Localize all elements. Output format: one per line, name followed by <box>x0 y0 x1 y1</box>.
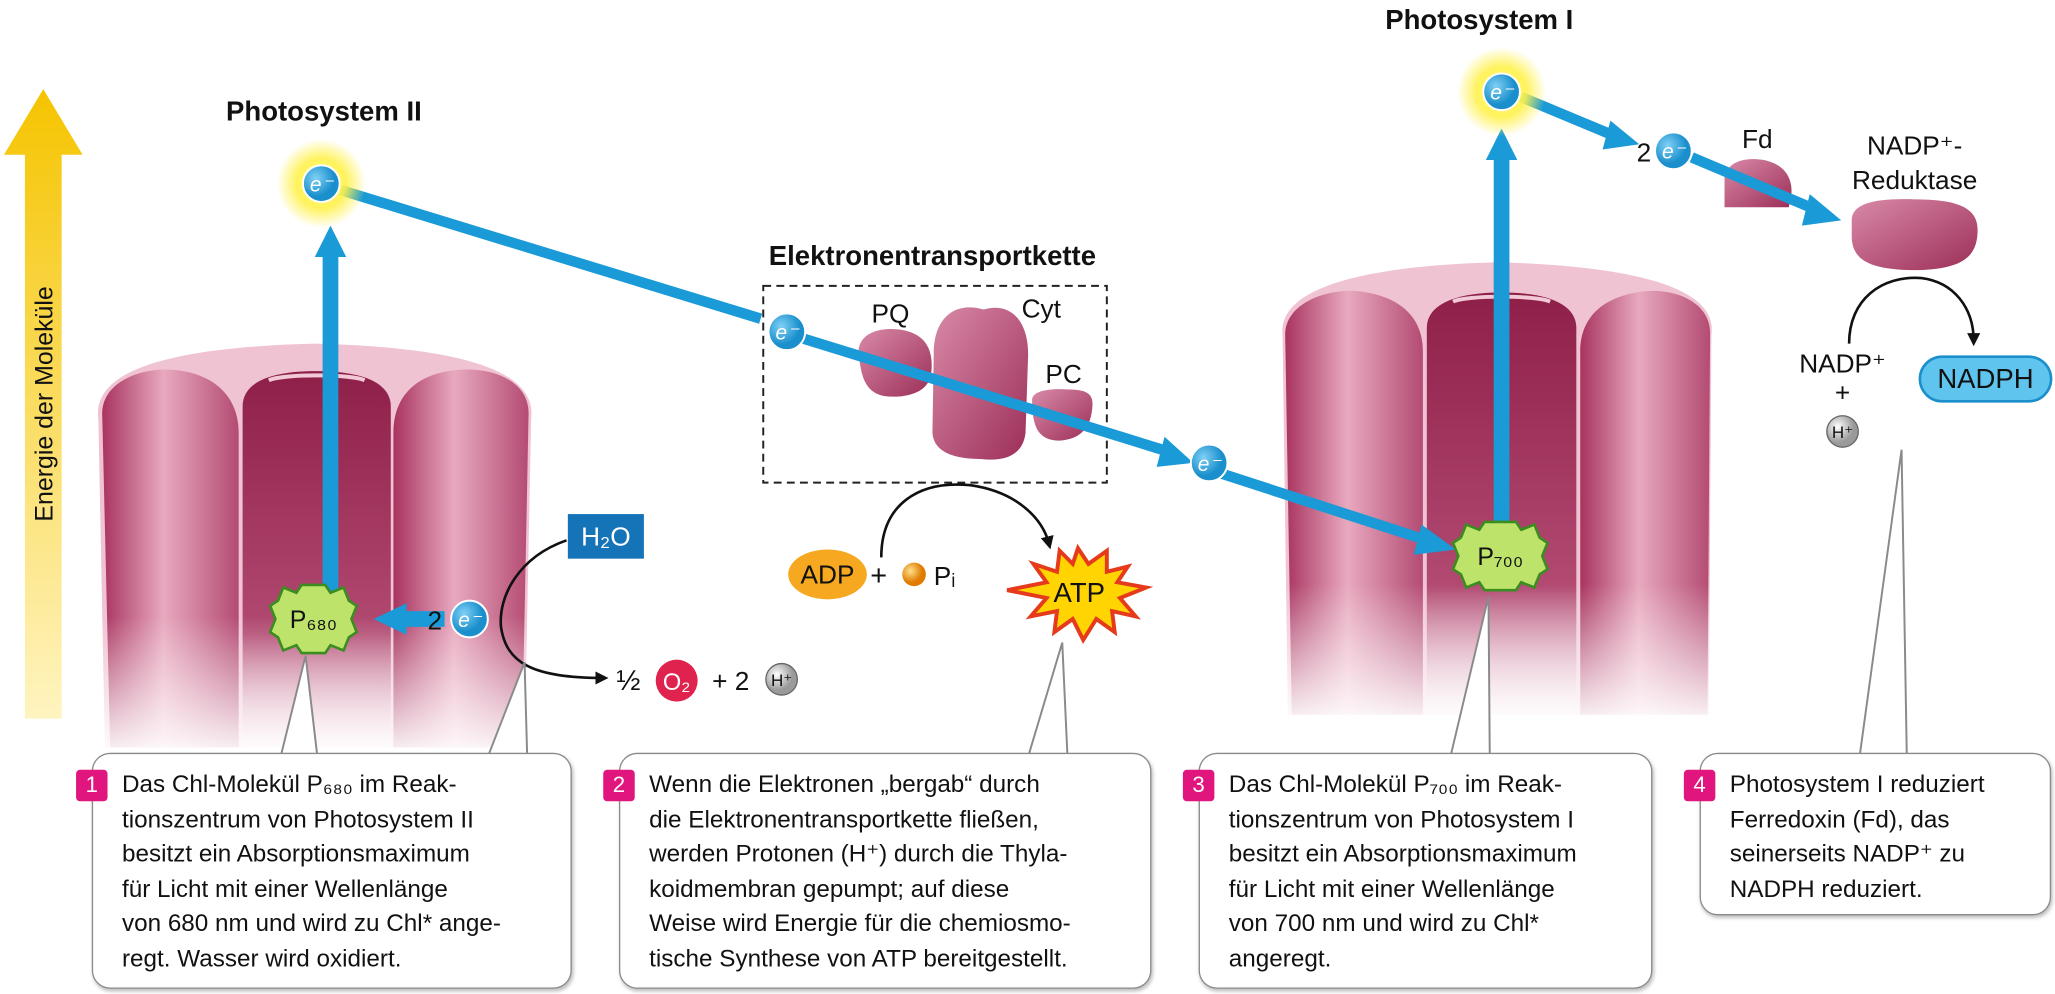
nadp-reductase-label-1: NADP⁺- <box>1867 131 1962 161</box>
callout-step-3: 3 Das Chl-Molekül P₇₀₀ im Reak- tionszen… <box>1182 752 1653 989</box>
atp-label: ATP <box>1054 577 1105 608</box>
step-badge: 3 <box>1182 769 1215 802</box>
callout-line: besitzt ein Absorptionsmaximum <box>121 839 470 867</box>
electron-label: e⁻ <box>775 322 800 345</box>
callout-line: besitzt ein Absorptionsmaximum <box>1228 839 1577 867</box>
callout-line: Photosystem I reduziert <box>1729 769 1985 798</box>
h-plus-icon <box>1826 415 1859 448</box>
h2o-box <box>567 514 644 559</box>
photosystem-2-complex <box>91 343 545 755</box>
electron-label: e⁻ <box>1490 82 1515 105</box>
p680-label: P₆₈₀ <box>290 606 337 634</box>
photosystem-1-complex <box>1278 262 1718 722</box>
atp-synthesis-curve <box>879 483 1054 558</box>
electron-label: e⁻ <box>458 609 483 632</box>
h-plus-label: H⁺ <box>771 671 792 690</box>
electron-label: e⁻ <box>1198 453 1223 476</box>
callout-line: tionszentrum von Photosystem II <box>121 804 474 833</box>
water-split-curve <box>499 539 609 685</box>
callout-line: Ferredoxin (Fd), das <box>1729 804 1950 833</box>
callout-line: seinerseits NADP⁺ zu <box>1729 839 1966 867</box>
nadp-plus-label: NADP⁺ <box>1799 348 1886 378</box>
adp-label: ADP <box>801 560 855 590</box>
half-label: ½ <box>616 665 640 697</box>
nadph-label: NADPH <box>1937 363 2033 394</box>
energy-axis-arrow <box>3 89 83 719</box>
callout-line: tische Synthese von ATP bereitgestellt. <box>649 943 1068 972</box>
plus-two-label: + 2 <box>712 666 749 696</box>
callout-step-2: 2 Wenn die Elektronen „bergab“ durch die… <box>603 752 1152 989</box>
callout-line: regt. Wasser wird oxidiert. <box>121 943 402 972</box>
callout-line: NADPH reduziert. <box>1729 874 1923 902</box>
nadph-curve <box>1847 276 1981 347</box>
photosystem-2-title: Photosystem II <box>226 96 422 127</box>
electron-icons <box>301 72 1693 639</box>
callout-line: Weise wird Energie für die chemiosmo- <box>649 908 1071 937</box>
etc-title: Elektronentransportkette <box>769 240 1096 271</box>
callout-line: Wenn die Elektronen „bergab“ durch <box>649 769 1040 798</box>
nadp-reductase-label-2: Reduktase <box>1852 165 1977 195</box>
pi-label: Pᵢ <box>934 561 956 591</box>
h-plus-icon <box>765 662 798 696</box>
nadp-plus-sign: + <box>1835 377 1850 407</box>
callout-line: Das Chl-Molekül P₆₈₀ im Reak- <box>121 769 457 798</box>
cyt-protein <box>932 307 1029 460</box>
photosystem-1-title: Photosystem I <box>1385 4 1573 35</box>
callout-line: für Licht mit einer Wellenlänge <box>1228 874 1555 902</box>
step-badge: 4 <box>1683 769 1716 802</box>
p700-reaction-center <box>1451 520 1550 592</box>
plus-sign: + <box>870 560 887 592</box>
nadph-pill <box>1918 355 2053 403</box>
callout-pointers <box>279 449 1908 758</box>
etc-box <box>762 284 1108 484</box>
energy-axis-label: Energie der Moleküle <box>30 286 58 521</box>
callout-line: angeregt. <box>1228 943 1332 972</box>
callout-line: koidmembran gepumpt; auf diese <box>649 874 1010 902</box>
pc-label: PC <box>1045 359 1081 389</box>
nadp-reductase-protein <box>1851 199 1978 271</box>
callout-line: von 700 nm und wird zu Chl* <box>1228 908 1539 937</box>
pi-icon <box>902 562 926 587</box>
electron-label: e⁻ <box>310 173 335 196</box>
callout-line: die Elektronentransportkette fließen, <box>649 804 1039 833</box>
o2-label: O₂ <box>663 670 691 696</box>
callout-step-4: 4 Photosystem I reduziert Ferredoxin (Fd… <box>1683 752 2052 916</box>
p700-label: P₇₀₀ <box>1477 543 1523 571</box>
electron-count-ps2: 2 <box>428 605 443 635</box>
p680-reaction-center <box>268 583 359 655</box>
callout-line: von 680 nm und wird zu Chl* ange- <box>121 908 501 937</box>
callout-line: für Licht mit einer Wellenlänge <box>121 874 448 902</box>
callout-line: werden Protonen (H⁺) durch die Thyla- <box>649 839 1068 867</box>
step-badge: 1 <box>76 769 108 802</box>
pq-label: PQ <box>872 299 910 329</box>
h2o-label: H₂O <box>581 522 631 552</box>
electron-count-ps1: 2 <box>1637 137 1652 167</box>
o2-circle <box>655 659 698 702</box>
adp-oval <box>788 549 867 600</box>
fd-label: Fd <box>1742 124 1773 154</box>
h-plus-label: H⁺ <box>1832 423 1853 442</box>
electron-label: e⁻ <box>1662 141 1687 164</box>
callout-line: tionszentrum von Photosystem I <box>1228 804 1575 833</box>
atp-burst <box>1006 543 1154 644</box>
callout-step-1: 1 Das Chl-Molekül P₆₈₀ im Reak- tionszen… <box>76 752 572 989</box>
callout-line: Das Chl-Molekül P₇₀₀ im Reak- <box>1228 769 1562 798</box>
cyt-label: Cyt <box>1022 293 1062 323</box>
step-badge: 2 <box>603 769 635 802</box>
